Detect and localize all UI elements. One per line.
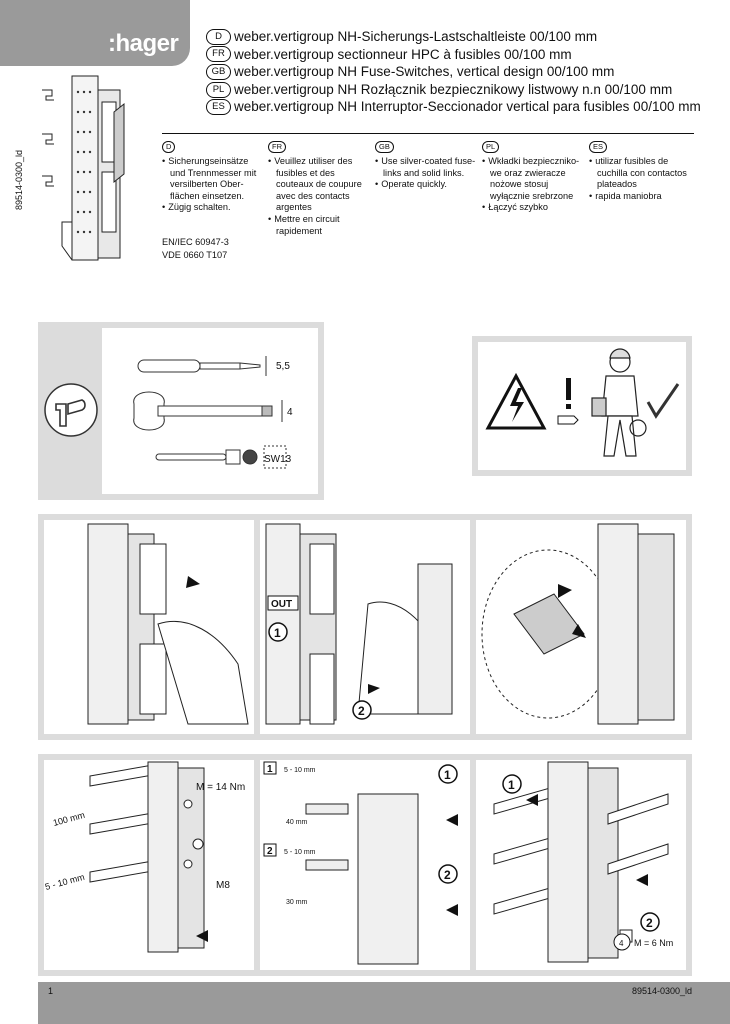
footer-bar: 1 89514-0300_ld (38, 982, 730, 1024)
option-1-height-label: 40 mm (286, 819, 308, 826)
hex-key-icon (133, 391, 283, 431)
instruction-item: Łączyć szybko (482, 202, 586, 214)
option-2-height-label: 30 mm (286, 899, 308, 906)
socket-wrench-icon (155, 445, 287, 469)
step-1-badge-mounting: 1 (438, 764, 458, 784)
hex-size-icon: 4 (613, 933, 631, 951)
instruction-item: Use silver-coated fuse-links and solid l… (375, 156, 479, 179)
title-text: weber.vertigroup NH Interruptor-Secciona… (234, 99, 701, 115)
hager-logo: :hager (0, 0, 190, 66)
screwdriver-size-label: 5,5 (276, 361, 290, 372)
operation-steps-panel: OUT 1 2 (38, 514, 692, 740)
instruction-item: Mettre en circuit rapidement (268, 214, 372, 237)
instruction-item: Zügig schalten. (162, 202, 266, 214)
product-thumbnail (42, 75, 125, 261)
instruction-item: utilizar fusibles de cuchilla con contac… (589, 156, 693, 191)
wrench-size-label: SW13 (264, 454, 292, 465)
lang-badge: D (162, 141, 176, 153)
torque-m8-label: M = 14 Nm (196, 782, 245, 793)
hex-key-size-label: 4 (287, 407, 293, 418)
standards: EN/IEC 60947-3 VDE 0660 T107 (162, 236, 229, 261)
title-text: weber.vertigroup sectionneur HPC à fusib… (234, 46, 572, 62)
step-1-label: 1 (444, 768, 451, 782)
header-divider (162, 133, 694, 134)
electrical-hazard-icon (485, 372, 547, 430)
instruction-item: Wkładki bezpieczniko-we oraz zwieracze n… (482, 156, 586, 202)
out-label: OUT (271, 599, 292, 610)
lang-badge: PL (482, 141, 500, 153)
step-1-label: 1 (274, 626, 281, 640)
lang-badge: GB (375, 141, 394, 153)
option-2-badge: 2 (263, 843, 277, 857)
bolt-label: M8 (216, 880, 230, 891)
step-1-label: 1 (508, 778, 515, 792)
instructions-d: D Sicherungseinsätze und Trennmesser mit… (162, 141, 266, 214)
option-2-thickness-label: 5 - 10 mm (284, 849, 316, 856)
document-side-code: 89514-0300_ld (14, 149, 24, 210)
instruction-item: Veuillez utiliser des fusibles et des co… (268, 156, 372, 214)
busbar-thickness-label: 5 - 10 mm (44, 872, 86, 892)
page-number: 1 (48, 986, 54, 996)
step-1-badge-terminal: 1 (502, 774, 522, 794)
warning-illustration (485, 348, 680, 457)
lang-badge: ES (206, 99, 231, 116)
lang-badge: PL (206, 81, 231, 98)
attention-icon (557, 378, 579, 425)
step-2-badge-terminal: 2 (640, 912, 660, 932)
mounting-illustrations: M = 14 Nm M8 100 mm 5 - 10 mm 1 5 - 10 m… (44, 761, 673, 965)
out-label-box: OUT (267, 595, 299, 611)
torque-terminal-label: M = 6 Nm (634, 938, 673, 948)
logo-text: :hager (108, 30, 179, 57)
instructions-fr: FR Veuillez utiliser des fusibles et des… (268, 141, 372, 237)
option-1-badge: 1 (263, 761, 277, 775)
standard-iec: EN/IEC 60947-3 (162, 237, 229, 247)
standard-vde: VDE 0660 T107 (162, 249, 228, 260)
tools-panel: 5,5 4 SW13 (38, 322, 324, 500)
instruction-item: Operate quickly. (375, 179, 479, 191)
electrician-figure (591, 348, 647, 457)
operation-illustrations: OUT 1 2 (87, 523, 675, 725)
mounting-panel: M = 14 Nm M8 100 mm 5 - 10 mm 1 5 - 10 m… (38, 754, 692, 976)
instructions-gb: GB Use silver-coated fuse-links and soli… (375, 141, 479, 191)
title-text: weber.vertigroup NH-Sicherungs-Lastschal… (234, 29, 598, 44)
spacing-label: 100 mm (52, 810, 86, 828)
screwdriver-icon (137, 356, 267, 376)
instructions-es: ES utilizar fusibles de cuchilla con con… (589, 141, 693, 202)
option-1-thickness-label: 5 - 10 mm (284, 767, 316, 774)
step-2-label: 2 (646, 916, 653, 930)
instruction-item: rapida maniobra (589, 191, 693, 203)
lang-badge: FR (206, 46, 231, 63)
lang-badge: FR (268, 141, 286, 153)
lang-badge: D (206, 28, 231, 45)
lang-badge: ES (589, 141, 608, 153)
lang-badge: GB (206, 63, 231, 80)
checkmark-icon (646, 383, 680, 419)
option-1-number: 1 (267, 764, 273, 775)
step-2-label: 2 (358, 704, 365, 718)
warning-panel (472, 336, 692, 476)
wrench-icon (55, 399, 86, 427)
tools-illustration: 5,5 4 SW13 (44, 356, 293, 469)
step-1-badge: 1 (268, 622, 288, 642)
step-2-badge-mounting: 2 (438, 864, 458, 884)
step-2-label: 2 (444, 868, 451, 882)
instruction-item: Sicherungseinsätze und Trennmesser mit v… (162, 156, 266, 202)
step-2-badge: 2 (352, 700, 372, 720)
title-text: weber.vertigroup NH Fuse-Switches, verti… (234, 64, 615, 80)
hex-size-label: 4 (619, 939, 624, 948)
title-text: weber.vertigroup NH Rozłącznik bezpieczn… (234, 81, 673, 97)
option-2-number: 2 (267, 846, 273, 857)
footer-doc-code: 89514-0300_ld (631, 986, 692, 996)
instructions-pl: PL Wkładki bezpieczniko-we oraz zwieracz… (482, 141, 586, 214)
